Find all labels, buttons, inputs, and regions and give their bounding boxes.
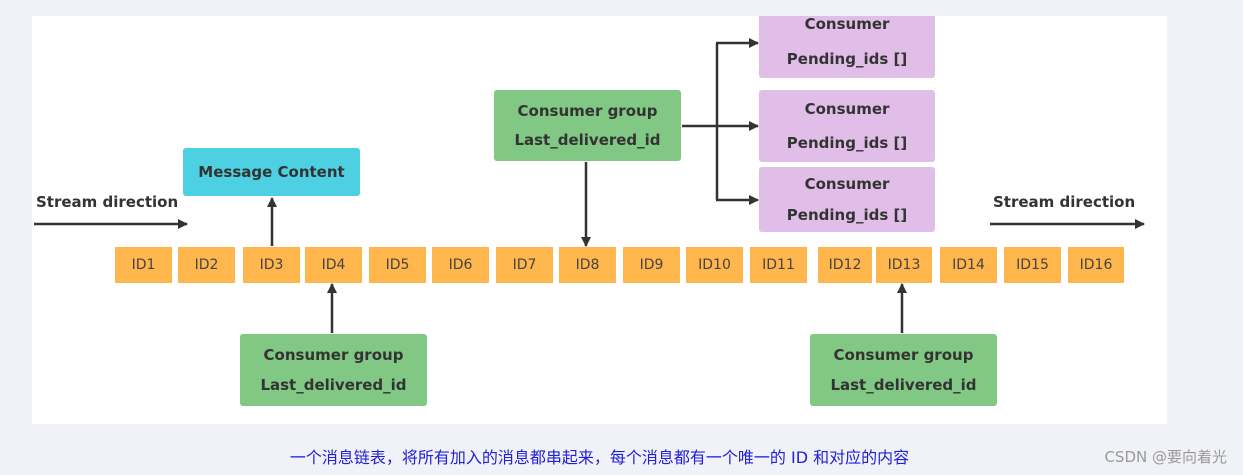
id-box-14: ID14 [940,247,997,283]
id-box-10: ID10 [686,247,743,283]
id-box-11: ID11 [750,247,807,283]
group-field: Last_delivered_id [830,376,977,394]
group-title: Consumer group [517,101,658,120]
id-box-5: ID5 [369,247,426,283]
consumer-title: Consumer [804,100,890,118]
consumer-title: Consumer [804,16,890,33]
consumer-field: Pending_ids [] [786,134,908,152]
watermark: CSDN @要向着光 [1104,448,1227,466]
id-box-8: ID8 [559,247,616,283]
id-box-7: ID7 [496,247,553,283]
id-box-6: ID6 [432,247,489,283]
group-field: Last_delivered_id [514,131,661,150]
consumer-box-3: Consumer Pending_ids [] [759,167,935,232]
stream-direction-label-right: Stream direction [993,193,1136,211]
id-box-12: ID12 [818,247,872,283]
id-box-15: ID15 [1004,247,1061,283]
id-box-1: ID1 [115,247,172,283]
diagram-panel: Stream direction Stream direction Messag… [32,16,1167,424]
consumer-box-2: Consumer Pending_ids [] [759,90,935,162]
message-content-box: Message Content [183,148,360,196]
group-title: Consumer group [263,346,404,364]
message-content-label: Message Content [198,163,345,181]
consumer-field: Pending_ids [] [786,49,908,68]
group-title: Consumer group [833,346,974,364]
consumer-group-box-middle: Consumer group Last_delivered_id [494,90,681,161]
id-box-3: ID3 [243,247,300,283]
consumer-field: Pending_ids [] [786,205,908,224]
consumer-group-box-right: Consumer group Last_delivered_id [810,334,997,406]
id-box-16: ID16 [1068,247,1124,283]
id-box-2: ID2 [178,247,235,283]
id-box-4: ID4 [305,247,362,283]
group-field: Last_delivered_id [260,376,407,394]
stream-direction-label-left: Stream direction [36,193,179,211]
consumer-title: Consumer [804,175,890,194]
id-box-9: ID9 [623,247,680,283]
id-box-13: ID13 [876,247,932,283]
consumer-box-1: Consumer Pending_ids [] [759,16,935,78]
consumer-group-box-left: Consumer group Last_delivered_id [240,334,427,406]
figure-caption: 一个消息链表，将所有加入的消息都串起来，每个消息都有一个唯一的 ID 和对应的内… [289,448,910,467]
